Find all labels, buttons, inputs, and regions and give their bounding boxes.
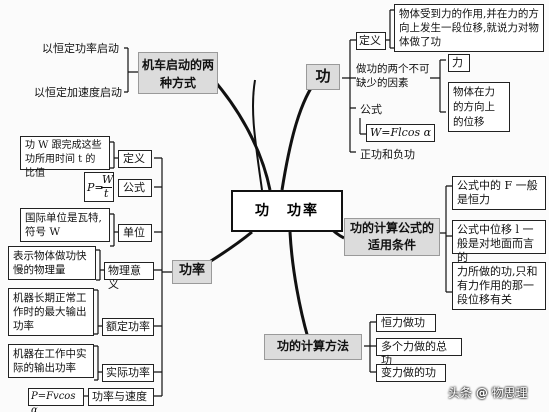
power-rated-tag: 额定功率 xyxy=(102,318,154,336)
work-formula-tag: 公式 xyxy=(360,103,382,116)
power-definition: 功 W 跟完成这些功所用时间 t 的比值 xyxy=(20,136,110,179)
power-unit-tag: 单位 xyxy=(118,224,152,242)
watermark-prefix: 头条 xyxy=(448,386,473,400)
power-velocity-formula-text: P=Fvcos α xyxy=(31,391,76,412)
start-mode-constant-power: 以恒定功率启动 xyxy=(42,42,119,55)
power-velocity-formula: P=Fvcos α xyxy=(28,388,84,412)
power-formula-lhs: P= xyxy=(87,181,104,194)
power-unit: 国际单位是瓦特,符号 W xyxy=(20,208,110,242)
calc-variable-force: 变力做的功 xyxy=(376,364,446,382)
work-formula-text: W=Flcos α xyxy=(370,126,432,139)
calc-methods-node: 功的计算方法 xyxy=(264,334,362,360)
work-factors-tag: 做功的两个不可缺少的因素 xyxy=(356,63,430,89)
power-formula-num: W xyxy=(102,173,114,186)
watermark-name: 物思理 xyxy=(491,386,528,400)
power-node: 功率 xyxy=(172,260,212,284)
power-formula-tag: 公式 xyxy=(118,179,152,197)
power-rated: 机器长期正常工作时的最大输出功率 xyxy=(8,288,94,336)
condition-force-segment: 力所做的功,只和有力作用的那一段位移有关 xyxy=(452,262,546,310)
center-node: 功 功率 xyxy=(231,190,343,232)
power-meaning: 表示物体做功快慢的物理量 xyxy=(8,246,96,280)
condition-displacement: 公式中位移 l 一般是对地面而言的 xyxy=(452,220,546,264)
power-velocity-tag: 功率与速度 xyxy=(88,388,154,406)
start-modes-node: 机车启动的两种方式 xyxy=(138,52,218,94)
work-definition: 物体受到力的作用,并在力的方向上发生一段位移,就说力对物体做了功 xyxy=(394,4,544,52)
power-formula-den: t xyxy=(104,187,109,200)
work-factor-displacement: 物体在力的方向上的位移 xyxy=(448,82,510,132)
calc-constant-force: 恒力做功 xyxy=(376,314,436,332)
start-mode-constant-accel: 以恒定加速度启动 xyxy=(34,86,122,99)
work-definition-tag: 定义 xyxy=(356,32,386,50)
watermark-at-icon: @ xyxy=(475,386,488,400)
work-formula: W=Flcos α xyxy=(366,124,436,142)
calc-total-work: 多个力做的总功 xyxy=(376,338,462,367)
watermark: 头条 @ 物思理 xyxy=(448,384,528,401)
power-definition-tag: 定义 xyxy=(118,150,152,168)
work-node: 功 xyxy=(306,64,340,90)
power-actual: 机器在工作中实际的输出功率 xyxy=(8,344,94,378)
formula-conditions-node: 功的计算公式的适用条件 xyxy=(344,218,440,256)
power-formula-bar xyxy=(101,187,112,188)
power-actual-tag: 实际功率 xyxy=(102,364,154,382)
work-factor-force: 力 xyxy=(448,54,470,72)
power-formula: P= W t xyxy=(84,172,114,202)
work-positive-negative: 正功和负功 xyxy=(360,148,415,161)
power-meaning-tag: 物理意义 xyxy=(104,262,154,291)
condition-constant-force: 公式中的 F 一般是恒力 xyxy=(452,176,546,210)
